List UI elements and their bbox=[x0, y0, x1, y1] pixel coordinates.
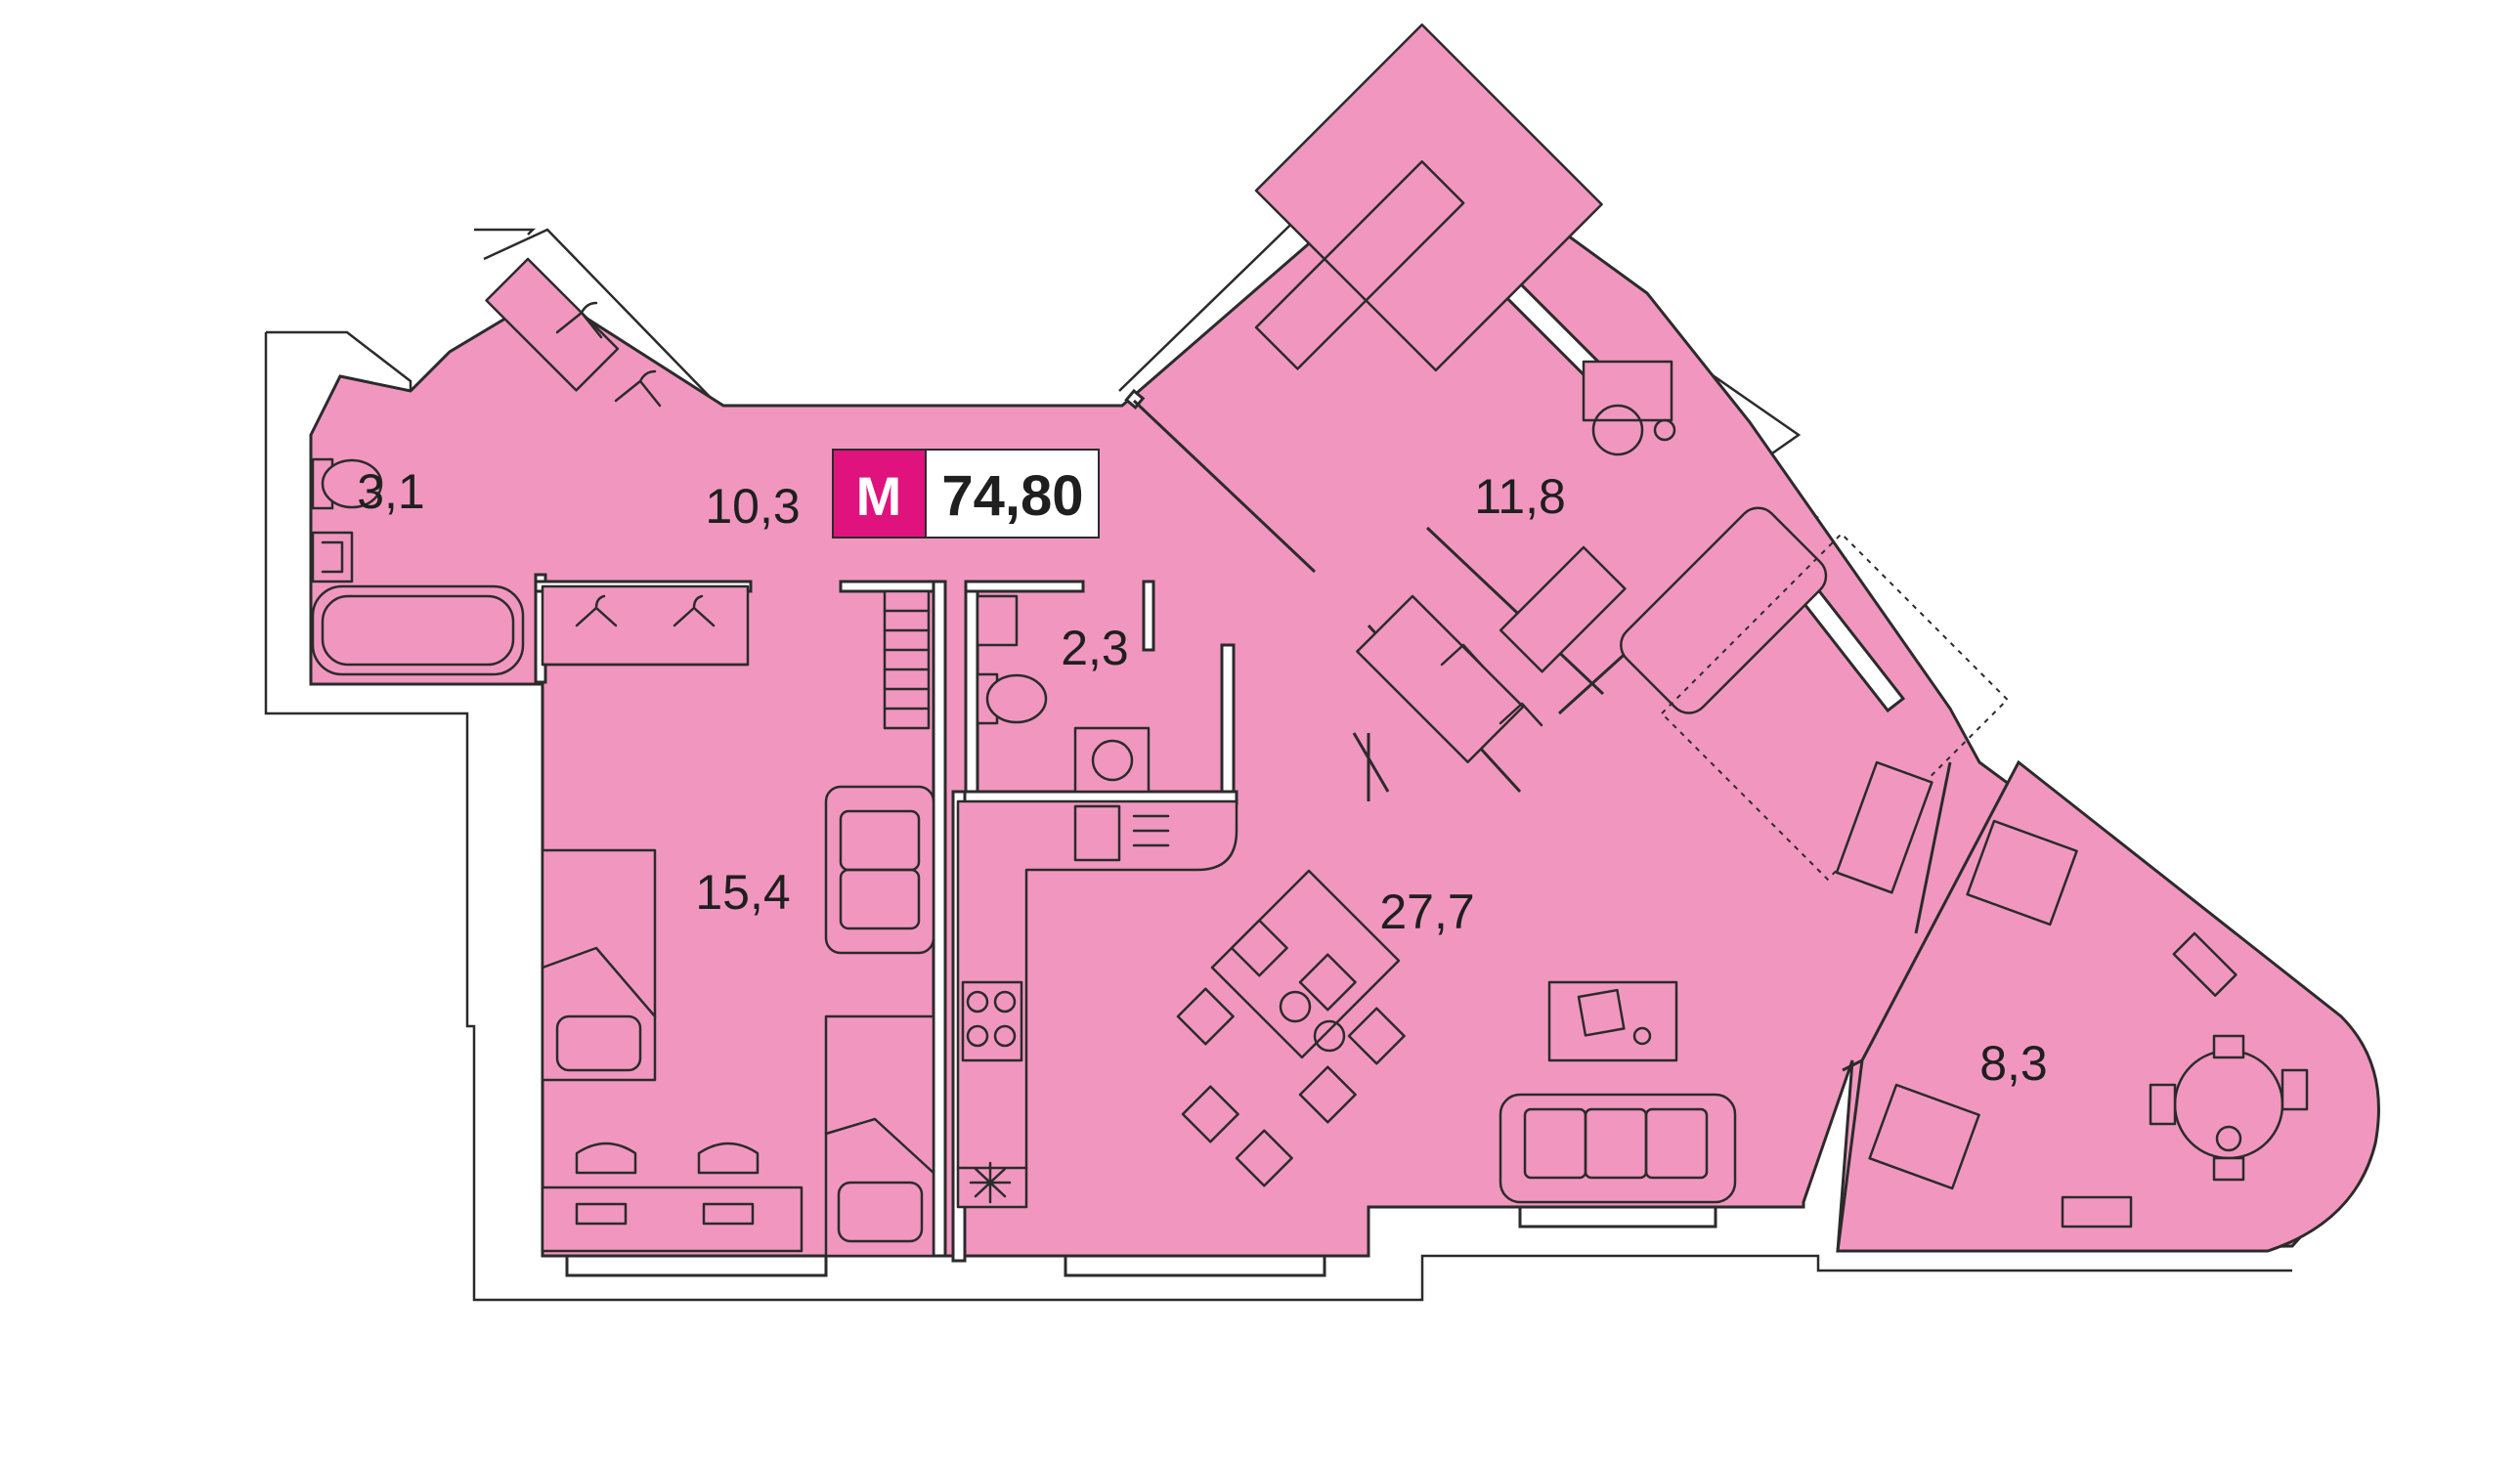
chair-icon bbox=[697, 1142, 760, 1175]
sink-icon bbox=[1073, 804, 1121, 862]
armchair-icon bbox=[1868, 1083, 1980, 1190]
sofa-icon bbox=[1620, 506, 1828, 714]
hanger-icon bbox=[1440, 643, 1485, 668]
bedroom-furniture bbox=[1254, 23, 1676, 763]
area-label-kids-room: 15,4 bbox=[695, 865, 790, 920]
bathroom-fixtures bbox=[311, 457, 525, 676]
loggia-furniture bbox=[1868, 819, 2309, 1229]
stove-icon bbox=[961, 980, 1023, 1062]
hall-wardrobes bbox=[485, 257, 750, 667]
window-kids bbox=[565, 1254, 828, 1277]
area-label-wc: 2,3 bbox=[1061, 621, 1129, 675]
total-area-value: 74,80 bbox=[941, 464, 1083, 528]
tv-icon bbox=[1499, 545, 1627, 673]
area-label-living-kitchen: 27,7 bbox=[1379, 884, 1474, 939]
hanger-icon bbox=[575, 594, 618, 627]
document-icon bbox=[1577, 988, 1626, 1037]
area-label-loggia: 8,3 bbox=[1979, 1036, 2048, 1091]
tv-icon bbox=[1835, 760, 1933, 894]
hanger-icon bbox=[614, 369, 662, 408]
sink-icon bbox=[311, 531, 354, 583]
nightstand bbox=[1582, 360, 1673, 422]
bathtub-icon bbox=[311, 584, 525, 676]
dining-table-icon bbox=[1176, 869, 1406, 1187]
area-label-bedroom: 11,8 bbox=[1474, 469, 1566, 524]
keyboard-icon bbox=[575, 1202, 628, 1226]
wc-fixtures bbox=[976, 594, 1151, 794]
badge-letter-box bbox=[832, 449, 927, 539]
armchair-icon bbox=[1966, 819, 2078, 927]
bed-icon bbox=[1254, 23, 1603, 372]
area-label-bathroom: 3,1 bbox=[357, 464, 425, 519]
badge-letter: M bbox=[856, 465, 902, 527]
living-room-furniture bbox=[1176, 506, 2009, 1204]
hanger-icon bbox=[1499, 702, 1543, 727]
hanger-icon bbox=[555, 301, 603, 339]
kids-room-furniture bbox=[541, 785, 935, 1258]
window-kitchen bbox=[1064, 1254, 1326, 1277]
kitchen-fixtures bbox=[956, 799, 1238, 1209]
badge-value-box bbox=[925, 449, 1100, 539]
snowflake-icon bbox=[969, 1161, 1012, 1204]
window-living bbox=[1518, 1205, 1717, 1229]
keyboard-icon bbox=[702, 1202, 755, 1226]
washing-machine-icon bbox=[1073, 726, 1151, 794]
sofa-icon bbox=[1499, 1093, 1737, 1204]
sink-icon bbox=[976, 594, 1019, 647]
cabinet bbox=[2172, 931, 2238, 997]
wardrobe-entrance bbox=[485, 257, 620, 392]
total-area-badge: M 74,80 bbox=[832, 449, 1100, 539]
chair-icon bbox=[575, 1142, 637, 1175]
bed-icon bbox=[824, 1014, 935, 1258]
desk-icon bbox=[541, 1186, 804, 1253]
bed-icon bbox=[541, 848, 657, 1082]
shelving bbox=[883, 589, 931, 730]
wardrobe-hall bbox=[541, 584, 750, 667]
coffee-table bbox=[1547, 980, 1678, 1062]
hanger-icon bbox=[673, 594, 716, 627]
round-table-icon bbox=[2173, 1049, 2284, 1160]
cabinet bbox=[2061, 1195, 2133, 1229]
area-label-hall: 10,3 bbox=[705, 479, 800, 534]
